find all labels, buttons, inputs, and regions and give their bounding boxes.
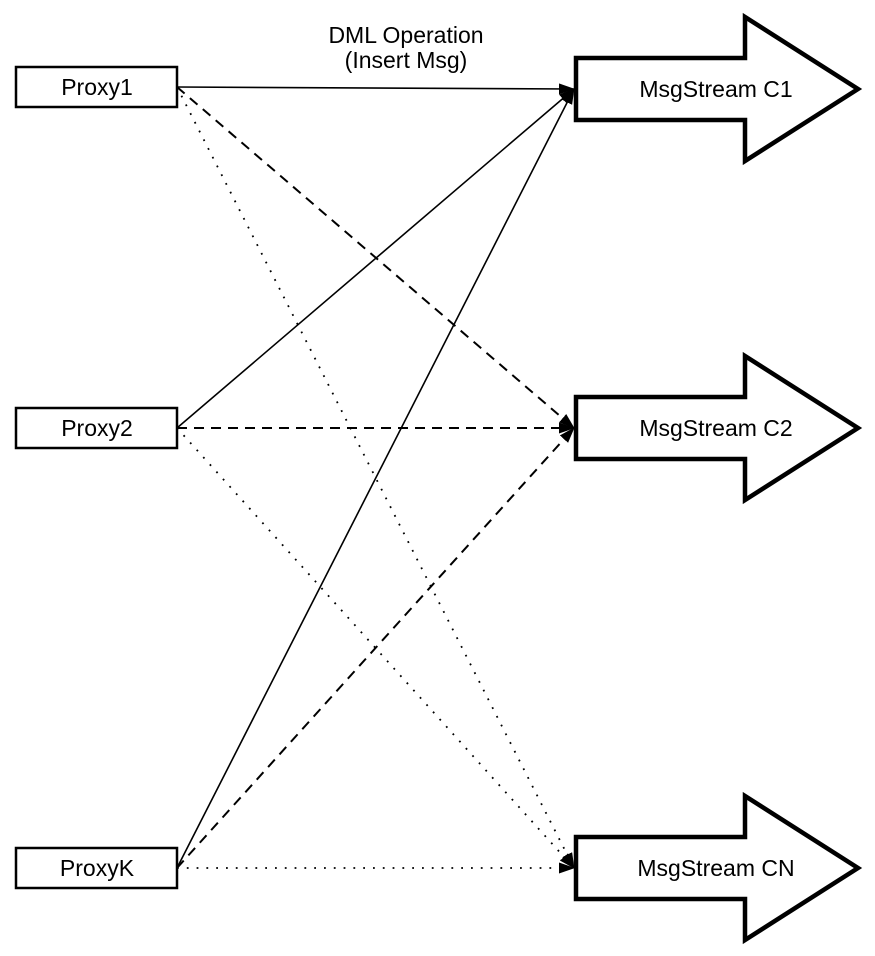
proxy2-label: Proxy2	[61, 415, 133, 441]
msgstream-cn-arrow-shape	[573, 791, 863, 945]
proxy1-box	[14, 65, 179, 109]
edge-proxyk-c2	[176, 427, 575, 869]
edge-proxy1-c1	[176, 83, 575, 95]
diagram-title-line2: (Insert Msg)	[345, 47, 468, 73]
node-msgstream-cn: MsgStream CN	[573, 791, 863, 945]
proxy1-label: Proxy1	[61, 74, 133, 100]
node-proxy2: Proxy2	[14, 406, 179, 450]
node-proxyk: ProxyK	[14, 846, 179, 890]
proxy2-box	[14, 406, 179, 450]
proxyk-box	[14, 846, 179, 890]
proxyk-label: ProxyK	[60, 855, 135, 881]
edge-proxyk-c1	[176, 88, 575, 869]
msgstream-c2-arrow-shape	[573, 351, 863, 505]
node-proxy1: Proxy1	[14, 65, 179, 109]
msgstream-cn-label: MsgStream CN	[637, 855, 794, 881]
msgstream-c1-label: MsgStream C1	[639, 76, 792, 102]
edge-proxy1-c2	[176, 86, 575, 429]
node-msgstream-c2: MsgStream C2	[573, 351, 863, 505]
node-msgstream-c1: MsgStream C1	[573, 12, 863, 166]
edge-proxy2-cn	[176, 427, 575, 869]
msgstream-c2-label: MsgStream C2	[639, 415, 792, 441]
diagram-title-line1: DML Operation	[328, 22, 483, 48]
edge-lines	[176, 83, 575, 874]
msgstream-c1-arrow-shape	[573, 12, 863, 166]
